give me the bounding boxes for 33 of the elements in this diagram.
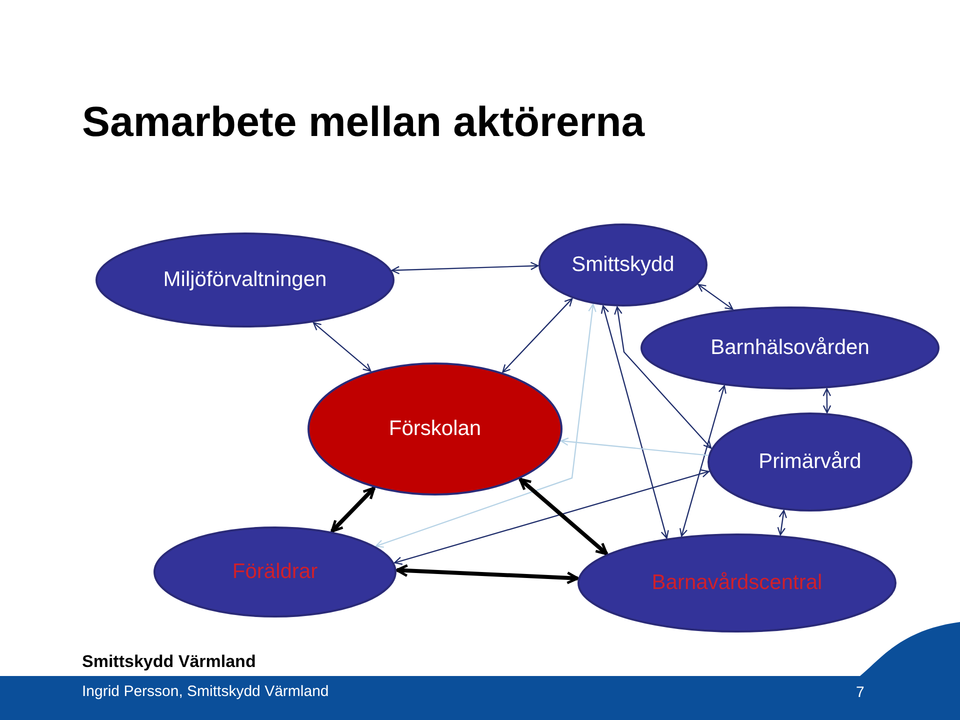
arrow	[822, 388, 832, 414]
footer-author: Ingrid Persson, Smittskydd Värmland	[82, 683, 329, 700]
ellipse-node	[153, 526, 397, 618]
arrow	[391, 262, 539, 274]
node-label: Föräldrar	[232, 560, 318, 584]
node-label: Barnhälsovården	[710, 336, 870, 360]
node-label: Miljöförvaltningen	[163, 268, 327, 292]
thick-arrow	[396, 564, 579, 584]
node-label: Primärvård	[758, 450, 862, 474]
node-label: Barnavårdscentral	[652, 571, 822, 595]
arrow	[614, 306, 712, 449]
ellipse-node	[307, 362, 563, 496]
arrow	[680, 385, 726, 537]
arrow	[777, 510, 788, 536]
arrow	[698, 284, 734, 310]
ellipse-node	[707, 412, 913, 512]
ellipse-node	[640, 306, 940, 390]
footer-heading: Smittskydd Värmland	[82, 652, 256, 672]
arrow	[560, 437, 708, 456]
slide-title: Samarbete mellan aktörerna	[82, 98, 645, 146]
ellipse-node	[577, 533, 897, 633]
thick-arrow	[518, 478, 608, 556]
thick-arrow	[330, 486, 376, 533]
page-number: 7	[856, 684, 864, 701]
arrow	[312, 322, 372, 372]
arrow	[502, 298, 573, 373]
ellipse-node	[95, 232, 395, 328]
arrow	[600, 305, 669, 539]
ellipse-node	[538, 223, 708, 307]
node-label: Förskolan	[388, 417, 482, 441]
node-label: Smittskydd	[572, 253, 674, 277]
arrow	[394, 469, 710, 565]
arrow	[375, 304, 596, 548]
